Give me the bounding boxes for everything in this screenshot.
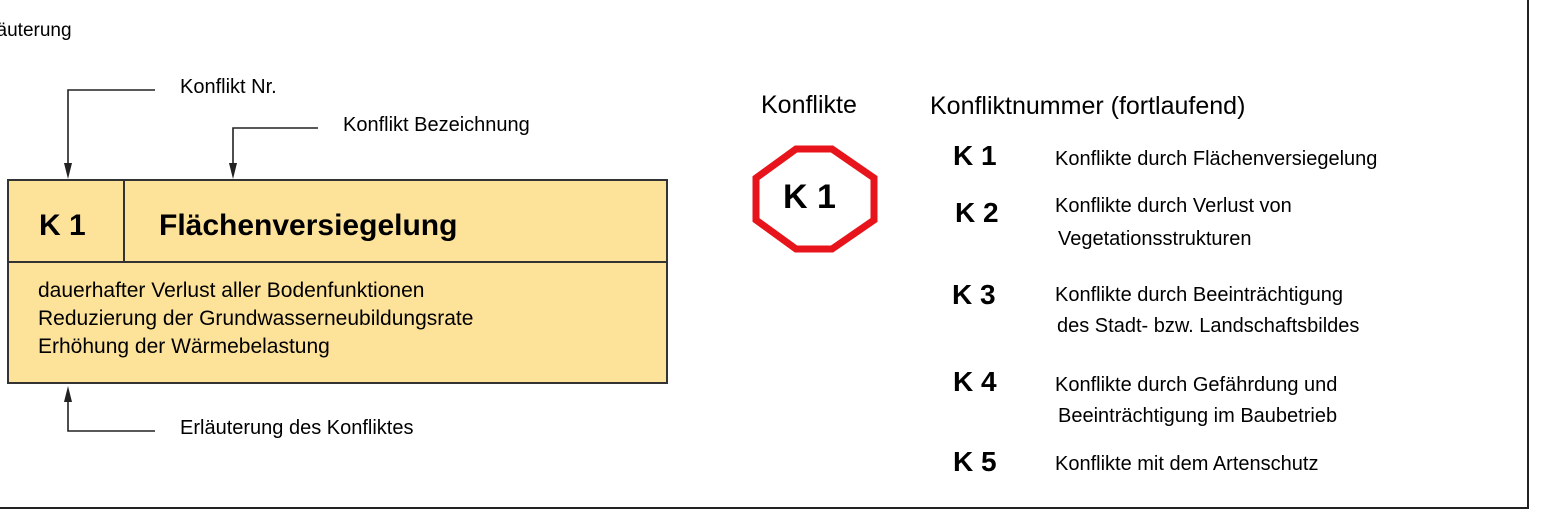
legend-code-k4: K 4 bbox=[953, 366, 997, 397]
example-box-code: K 1 bbox=[39, 209, 86, 242]
legend-text-k3-line1: Konflikte durch Beeinträchtigung bbox=[1055, 284, 1343, 306]
konflikt-nr-label: Konflikt Nr. bbox=[180, 76, 277, 98]
konflikt-bezeichnung-label: Konflikt Bezeichnung bbox=[343, 114, 530, 136]
description-line: dauerhafter Verlust aller Bodenfunktione… bbox=[38, 279, 425, 302]
erlaeuterung-label: Erläuterung des Konfliktes bbox=[180, 417, 414, 439]
legend-code-k1: K 1 bbox=[953, 140, 997, 171]
description-line: Reduzierung der Grundwasserneubildungsra… bbox=[38, 307, 474, 330]
legend-text-k2-line1: Konflikte durch Verlust von bbox=[1055, 195, 1292, 217]
example-conflict-box: K 1 Flächenversiegelung dauerhafter Verl… bbox=[7, 179, 668, 384]
legend-code-k3: K 3 bbox=[952, 279, 996, 310]
konflikt-bezeichnung-leader bbox=[232, 127, 318, 172]
legend-text-k5: Konflikte mit dem Artenschutz bbox=[1055, 453, 1319, 475]
example-box-divider bbox=[123, 181, 125, 261]
legend-text-k4-line2: Beeinträchtigung im Baubetrieb bbox=[1058, 405, 1338, 427]
legend-code-k5: K 5 bbox=[953, 446, 997, 477]
symbol-label: K 1 bbox=[783, 178, 836, 216]
erlaeuterung-arrow bbox=[64, 386, 72, 402]
page-frame bbox=[0, 0, 1529, 509]
example-box-description: dauerhafter Verlust aller Bodenfunktione… bbox=[38, 277, 473, 361]
erlaeuterung-leader bbox=[67, 394, 155, 432]
legend-text-k2-line2: Vegetationsstrukturen bbox=[1058, 228, 1252, 250]
example-box-header: K 1 Flächenversiegelung bbox=[9, 181, 666, 263]
konflikt-nr-leader bbox=[67, 89, 155, 172]
konflikt-bezeichnung-arrow bbox=[229, 163, 237, 179]
example-box-name: Flächenversiegelung bbox=[159, 209, 458, 242]
legend-text-k1: Konflikte durch Flächenversiegelung bbox=[1055, 148, 1378, 170]
konflikt-nr-arrow bbox=[64, 163, 72, 179]
legend-title: rläuterung bbox=[0, 20, 72, 41]
legend-text-k4-line1: Konflikte durch Gefährdung und bbox=[1055, 374, 1338, 396]
description-line: Erhöhung der Wärmebelastung bbox=[38, 335, 330, 358]
legend-text-k3-line2: des Stadt- bzw. Landschaftsbildes bbox=[1057, 315, 1360, 337]
legend-heading: Konfliktnummer (fortlaufend) bbox=[930, 92, 1246, 120]
konflikt-symbol-octagon bbox=[752, 145, 878, 253]
symbol-heading: Konflikte bbox=[761, 91, 857, 119]
legend-code-k2: K 2 bbox=[955, 197, 999, 228]
